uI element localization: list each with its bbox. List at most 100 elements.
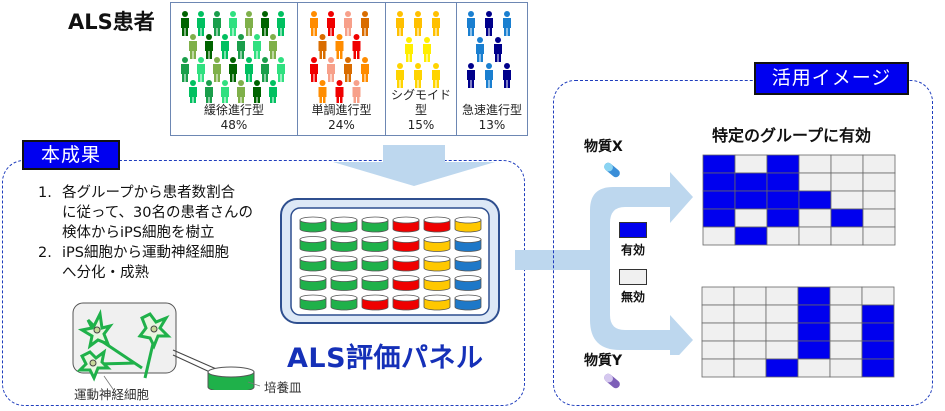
grid-cell xyxy=(702,154,736,174)
grid-cell xyxy=(733,358,767,378)
grid-cell xyxy=(861,340,895,360)
person-icon xyxy=(277,11,285,36)
als-panel-label: ALS評価パネル xyxy=(287,343,484,374)
grid-cell xyxy=(733,286,767,306)
person-icon xyxy=(361,11,369,36)
grid-cell xyxy=(829,340,863,360)
culture-dish xyxy=(392,294,420,311)
grid-cell xyxy=(830,172,864,192)
culture-dish xyxy=(361,255,389,272)
group-name: 緩徐進行型 xyxy=(203,103,264,117)
grid-title: 特定のグループに有効 xyxy=(712,126,872,145)
grid-cell xyxy=(861,358,895,378)
culture-dish xyxy=(423,236,451,252)
person-icon xyxy=(237,80,245,103)
group-percent: 13% xyxy=(478,118,506,132)
grid-cell xyxy=(702,226,736,246)
person-icon xyxy=(405,37,413,62)
person-icon xyxy=(432,63,440,88)
grid-cell xyxy=(734,190,768,210)
person-icon xyxy=(229,11,237,36)
patient-group-slow: 緩徐進行型 48% xyxy=(170,2,298,136)
grid-cell xyxy=(797,286,831,306)
culture-dish xyxy=(299,275,327,291)
step-line: 検体からiPS細胞を樹立 xyxy=(62,225,215,241)
grid-cell xyxy=(797,358,831,378)
results-panel xyxy=(2,160,525,406)
culture-dish xyxy=(392,236,420,252)
person-icon xyxy=(423,37,431,62)
grid-cell xyxy=(701,340,735,360)
group-name: シグモイド型 xyxy=(390,88,451,117)
person-icon xyxy=(467,63,475,88)
legend-effective-swatch xyxy=(619,222,647,238)
grid-cell xyxy=(797,322,831,342)
capsule-blue-icon xyxy=(604,162,620,178)
person-icon xyxy=(205,80,213,103)
person-icon xyxy=(205,34,213,59)
grid-cell xyxy=(766,154,800,174)
person-icon xyxy=(261,11,269,36)
grid-cell xyxy=(734,208,768,228)
person-icon xyxy=(310,57,318,82)
person-icon xyxy=(189,80,197,103)
person-icon xyxy=(253,80,261,103)
person-icon xyxy=(253,34,261,59)
step-item: 2. iPS細胞から運動神経細胞 へ分化・成熟 xyxy=(38,245,229,281)
grid-cell xyxy=(829,286,863,306)
person-icon xyxy=(310,11,318,36)
person-icon xyxy=(213,57,221,82)
person-icon xyxy=(237,34,245,59)
grid-cell xyxy=(766,226,800,246)
culture-dish xyxy=(361,294,389,311)
application-tag: 活用イメージ xyxy=(754,62,909,95)
grid-cell xyxy=(733,304,767,324)
culture-dish xyxy=(454,236,482,252)
grid-cell xyxy=(798,208,832,228)
person-icon xyxy=(327,11,335,36)
als-evaluation-panel xyxy=(280,198,500,324)
grid-cell xyxy=(829,358,863,378)
grid-cell xyxy=(862,226,896,246)
person-icon xyxy=(414,11,422,36)
person-icon xyxy=(197,57,205,82)
dish-label: 培養皿 xyxy=(264,380,302,395)
grid-cell xyxy=(862,190,896,210)
step-line: iPS細胞から運動神経細胞 xyxy=(62,245,229,261)
legend-ineffective-label: 無効 xyxy=(621,290,646,304)
person-icon xyxy=(318,80,327,103)
application-panel xyxy=(553,80,933,406)
grid-cell xyxy=(862,208,896,228)
grid-cell xyxy=(797,340,831,360)
person-icon xyxy=(277,57,285,82)
culture-dish xyxy=(361,275,389,291)
grid-cell xyxy=(829,322,863,342)
grid-cell xyxy=(766,172,800,192)
person-icon xyxy=(396,11,404,36)
person-icon xyxy=(361,57,369,82)
culture-dish xyxy=(361,216,389,233)
grid-cell xyxy=(701,322,735,342)
grid-cell xyxy=(765,340,799,360)
person-icon xyxy=(494,37,502,62)
person-icon xyxy=(318,34,327,59)
culture-dish xyxy=(392,216,420,233)
person-icon xyxy=(269,34,277,59)
step-line: へ分化・成熟 xyxy=(62,265,149,281)
grid-cell xyxy=(701,358,735,378)
culture-dish xyxy=(423,255,451,272)
step-line: 各グループから患者数割合 xyxy=(62,185,236,201)
person-icon xyxy=(327,57,335,82)
group-name: 単調進行型 xyxy=(311,103,372,117)
culture-dish xyxy=(423,294,451,311)
person-icon xyxy=(344,57,352,82)
culture-dish xyxy=(423,275,451,291)
person-icon xyxy=(221,34,229,59)
culture-dish xyxy=(361,236,389,252)
grid-cell xyxy=(861,304,895,324)
grid-cell xyxy=(733,322,767,342)
culture-dish xyxy=(299,255,327,272)
grid-cell xyxy=(766,190,800,210)
effect-grid-x xyxy=(702,154,896,246)
step-line: に従って、30名の患者さんの xyxy=(62,205,253,221)
